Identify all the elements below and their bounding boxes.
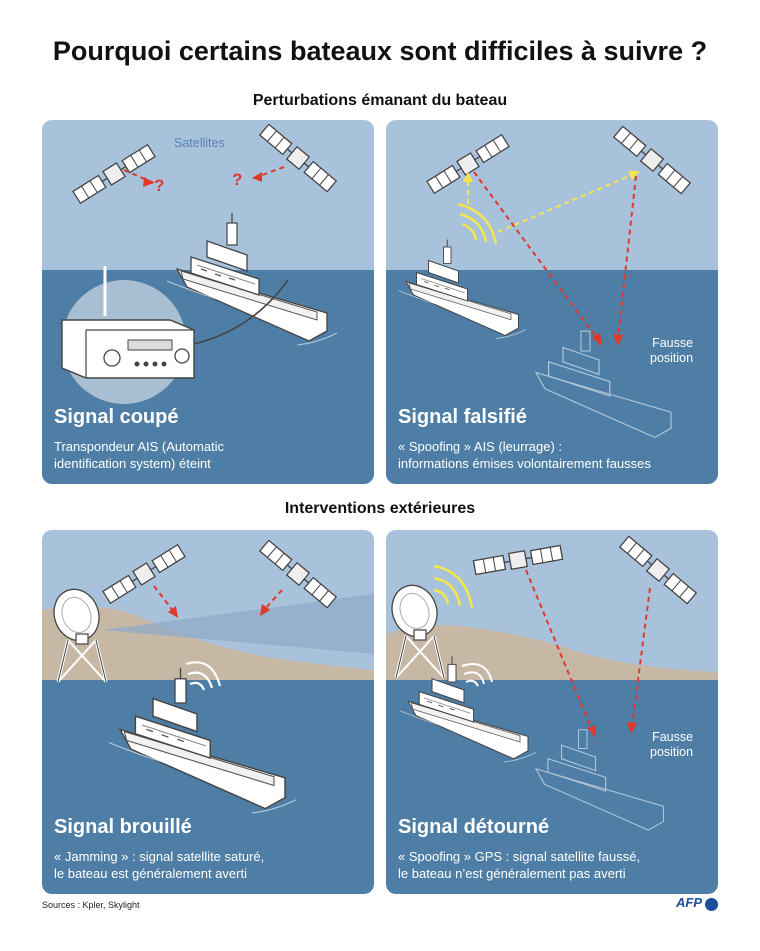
signal-waves-icon (185, 661, 222, 691)
panel-description-line: informations émises volontairement fauss… (398, 456, 651, 471)
panel-title: Signal coupé (54, 406, 179, 428)
panel-description-line: Transpondeur AIS (Automatic (54, 439, 225, 454)
panel-title: Signal falsifié (398, 406, 527, 428)
sources-note: Sources : Kpler, Skylight (42, 900, 140, 910)
panel-illustration (42, 120, 374, 484)
panel-title: Signal brouillé (54, 816, 192, 838)
panel-description-line: le bateau n’est généralement pas averti (398, 866, 626, 881)
panel-illustration (386, 120, 718, 484)
signal-waves-icon (433, 564, 474, 609)
panel-signal-falsifie: Fausse position Signal falsifié « Spoofi… (386, 120, 718, 484)
ghost-ship-illustration (534, 729, 665, 831)
question-mark: ? (232, 170, 243, 189)
afp-logo: AFP (676, 895, 702, 910)
panel-signal-detourne: Fausse position Signal détourné « Spoofi… (386, 530, 718, 894)
panel-description-line: « Spoofing » AIS (leurrage) : (398, 439, 563, 454)
panel-signal-coupe: Satellites ? ? Signal coupé Transpondeur… (42, 120, 374, 484)
satellites-label: Satellites (174, 136, 225, 150)
panel-description-line: le bateau est généralement averti (54, 866, 247, 881)
panel-description-line: « Jamming » : signal satellite saturé, (54, 849, 265, 864)
fake-position-label: Fausse position (650, 730, 694, 759)
question-mark: ? (154, 176, 165, 195)
ghost-ship-illustration (534, 330, 672, 439)
panel-illustration (386, 530, 718, 894)
panel-description-line: « Spoofing » GPS : signal satellite faus… (398, 849, 641, 864)
panel-description-line: identification system) éteint (54, 456, 211, 471)
signal-waves-icon (457, 202, 498, 245)
section-title-external: Interventions extérieures (284, 500, 476, 517)
afp-logo-dot (705, 898, 718, 911)
transponder-icon (61, 319, 195, 379)
panel-signal-brouille: Signal brouillé « Jamming » : signal sat… (42, 530, 374, 894)
fake-position-label: Fausse position (650, 336, 694, 365)
page-title: Pourquoi certains bateaux sont difficile… (52, 36, 708, 66)
panel-illustration (42, 530, 374, 894)
panel-title: Signal détourné (398, 816, 550, 838)
signal-waves-icon (461, 663, 493, 687)
section-title-boat: Perturbations émanant du bateau (252, 92, 508, 109)
